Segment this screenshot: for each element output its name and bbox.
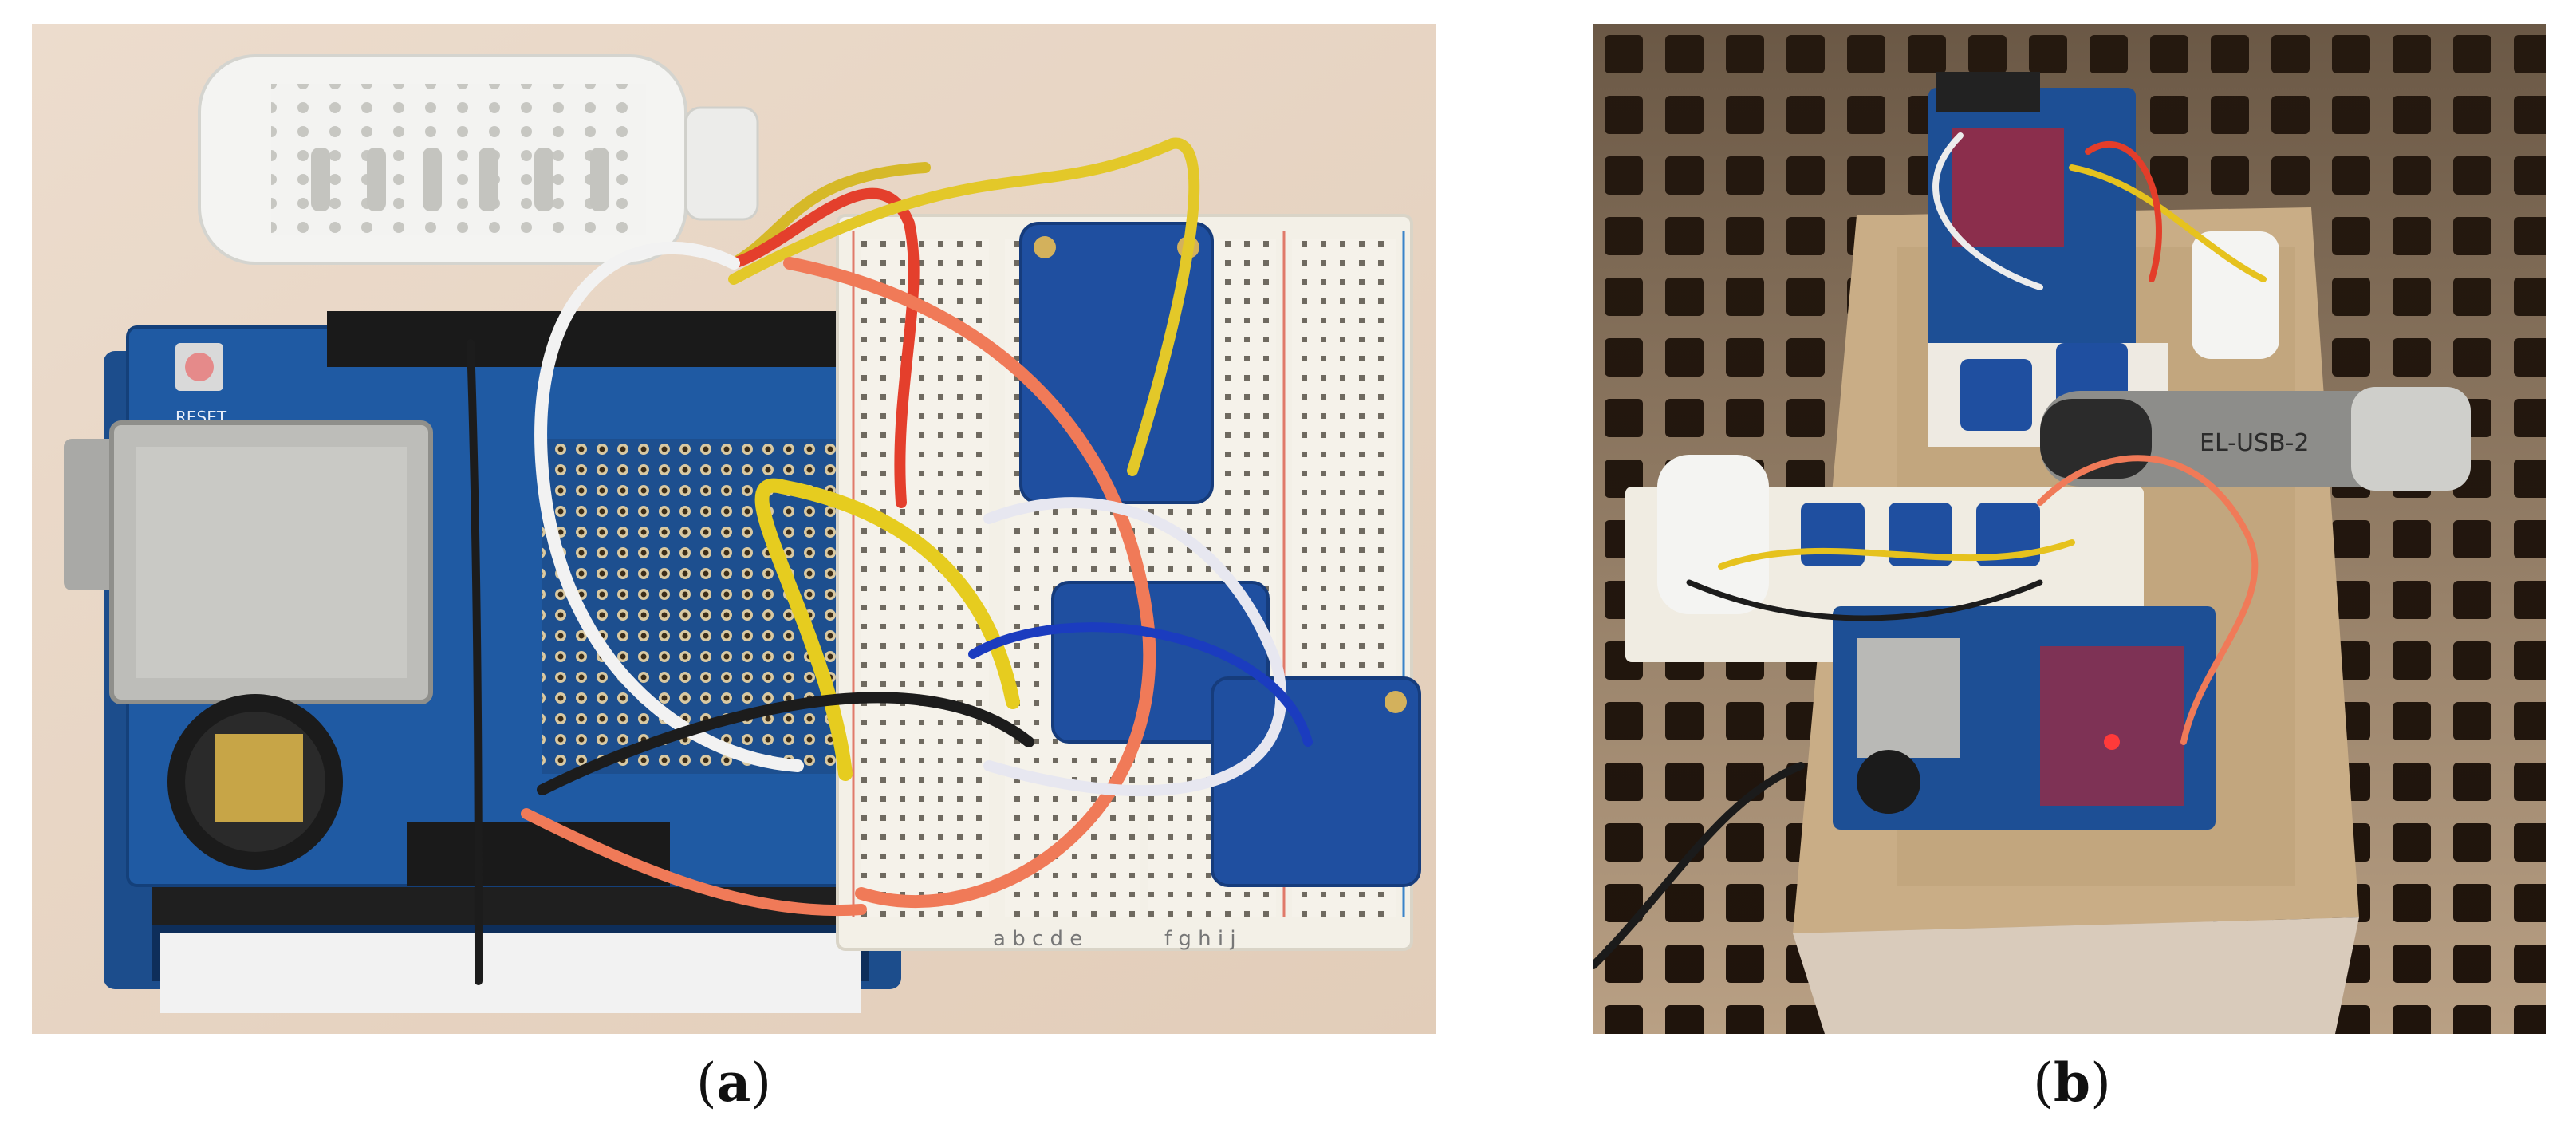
caption-b: (b) xyxy=(1992,1051,2152,1114)
jumper-wires xyxy=(467,137,1313,985)
caption-a: (a) xyxy=(654,1051,813,1114)
lower-humidity-sensor xyxy=(1657,455,1769,614)
data-logger-label: EL-USB-2 xyxy=(2200,429,2309,457)
photo-panel-a: RESET a b c d e f g h i j xyxy=(32,24,1436,1114)
caption-a-letter: a xyxy=(716,1051,751,1114)
breadboard-columns-left: a b c d e xyxy=(993,927,1082,951)
arduino-breadboard-photo: RESET a b c d e f g h i j xyxy=(32,24,1436,1034)
usb-data-logger: EL-USB-2 xyxy=(2040,387,2471,491)
caption-b-close: ) xyxy=(2090,1052,2111,1114)
environmental-chamber-photo: EL-USB-2 xyxy=(1593,24,2546,1034)
caption-b-open: ( xyxy=(2033,1052,2054,1114)
data-logger-shield: RESET xyxy=(64,311,895,887)
caption-b-letter: b xyxy=(2053,1051,2091,1114)
photo-panel-b: EL-USB-2 (b) xyxy=(1593,24,2546,1114)
panel-b-wires xyxy=(1593,132,2267,969)
caption-a-open: ( xyxy=(695,1052,717,1114)
header-pins xyxy=(327,311,869,367)
caption-a-close: ) xyxy=(750,1052,772,1114)
breadboard-columns-right: f g h i j xyxy=(1164,927,1236,951)
lower-arduino xyxy=(1833,606,2216,830)
humidity-sensor xyxy=(198,54,759,265)
upper-humidity-sensor xyxy=(2192,231,2279,359)
